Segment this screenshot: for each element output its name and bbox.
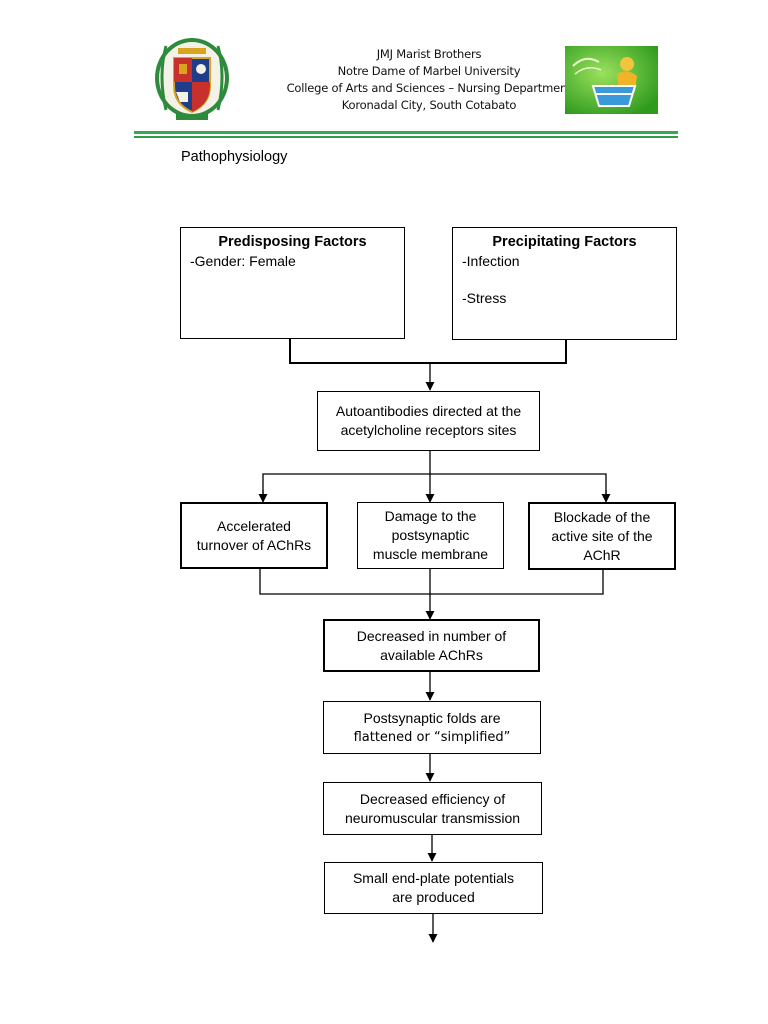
header-rule-bottom <box>134 136 678 138</box>
connector-branch-bar <box>262 473 607 501</box>
damage-line-2: postsynaptic <box>391 527 470 543</box>
connector-merge-bar <box>259 569 604 595</box>
header-institution-text: JMJ Marist Brothers Notre Dame of Marbel… <box>270 46 588 114</box>
header-line-4: Koronadal City, South Cotabato <box>341 98 517 112</box>
precipitating-item-infection: -Infection <box>462 253 520 269</box>
precipitating-item-stress: -Stress <box>462 290 507 306</box>
precipitating-factors-box: Precipitating Factors -Infection -Stress <box>452 227 677 340</box>
autoantibodies-line-1: Autoantibodies directed at the <box>335 403 522 419</box>
autoantibodies-box: Autoantibodies directed at the acetylcho… <box>317 391 540 451</box>
blockade-line-3: AChR <box>583 546 621 563</box>
predisposing-factors-title: Predisposing Factors <box>218 234 367 250</box>
postsynaptic-damage-box: Damage to the postsynaptic muscle membra… <box>357 502 504 569</box>
postsynaptic-folds-line-1: Postsynaptic folds are <box>363 709 501 726</box>
autoantibodies-line-2: acetylcholine receptors sites <box>340 422 517 438</box>
precipitating-factors-title: Precipitating Factors <box>492 234 637 250</box>
nursing-department-logo <box>565 46 658 114</box>
decreased-efficiency-box: Decreased efficiency of neuromuscular tr… <box>323 782 542 835</box>
blockade-box: Blockade of the active site of the AChR <box>528 502 676 570</box>
accelerated-line-2: turnover of AChRs <box>196 536 312 553</box>
small-endplate-line-2: are produced <box>392 889 475 905</box>
section-title: Pathophysiology <box>181 149 288 165</box>
decreased-number-line-2: available AChRs <box>380 646 483 663</box>
accelerated-turnover-box: Accelerated turnover of AChRs <box>180 502 328 569</box>
blockade-line-1: Blockade of the <box>553 508 651 525</box>
postsynaptic-folds-box: Postsynaptic folds are flattened or “sim… <box>323 701 541 754</box>
damage-line-3: muscle membrane <box>372 546 489 562</box>
small-endplate-box: Small end-plate potentials are produced <box>324 862 543 914</box>
postsynaptic-folds-line-2: flattened or “simplified” <box>353 729 511 745</box>
damage-line-1: Damage to the <box>384 508 477 524</box>
header-line-3: College of Arts and Sciences – Nursing D… <box>286 81 572 95</box>
predisposing-factors-box: Predisposing Factors -Gender: Female <box>180 227 405 339</box>
decreased-number-line-1: Decreased in number of <box>356 627 507 644</box>
header-rule-top <box>134 131 678 134</box>
accelerated-line-1: Accelerated <box>217 517 291 534</box>
header-line-1: JMJ Marist Brothers <box>376 47 482 61</box>
blockade-line-2: active site of the <box>551 527 653 544</box>
small-endplate-line-1: Small end-plate potentials <box>352 870 515 886</box>
decreased-efficiency-line-1: Decreased efficiency of <box>359 790 506 807</box>
university-seal-logo <box>155 38 229 120</box>
connector-factors-merge <box>289 339 567 364</box>
header-line-2: Notre Dame of Marbel University <box>337 64 521 78</box>
decreased-number-box: Decreased in number of available AChRs <box>323 619 540 672</box>
predisposing-item-gender: -Gender: Female <box>190 253 296 269</box>
decreased-efficiency-line-2: neuromuscular transmission <box>344 809 521 826</box>
